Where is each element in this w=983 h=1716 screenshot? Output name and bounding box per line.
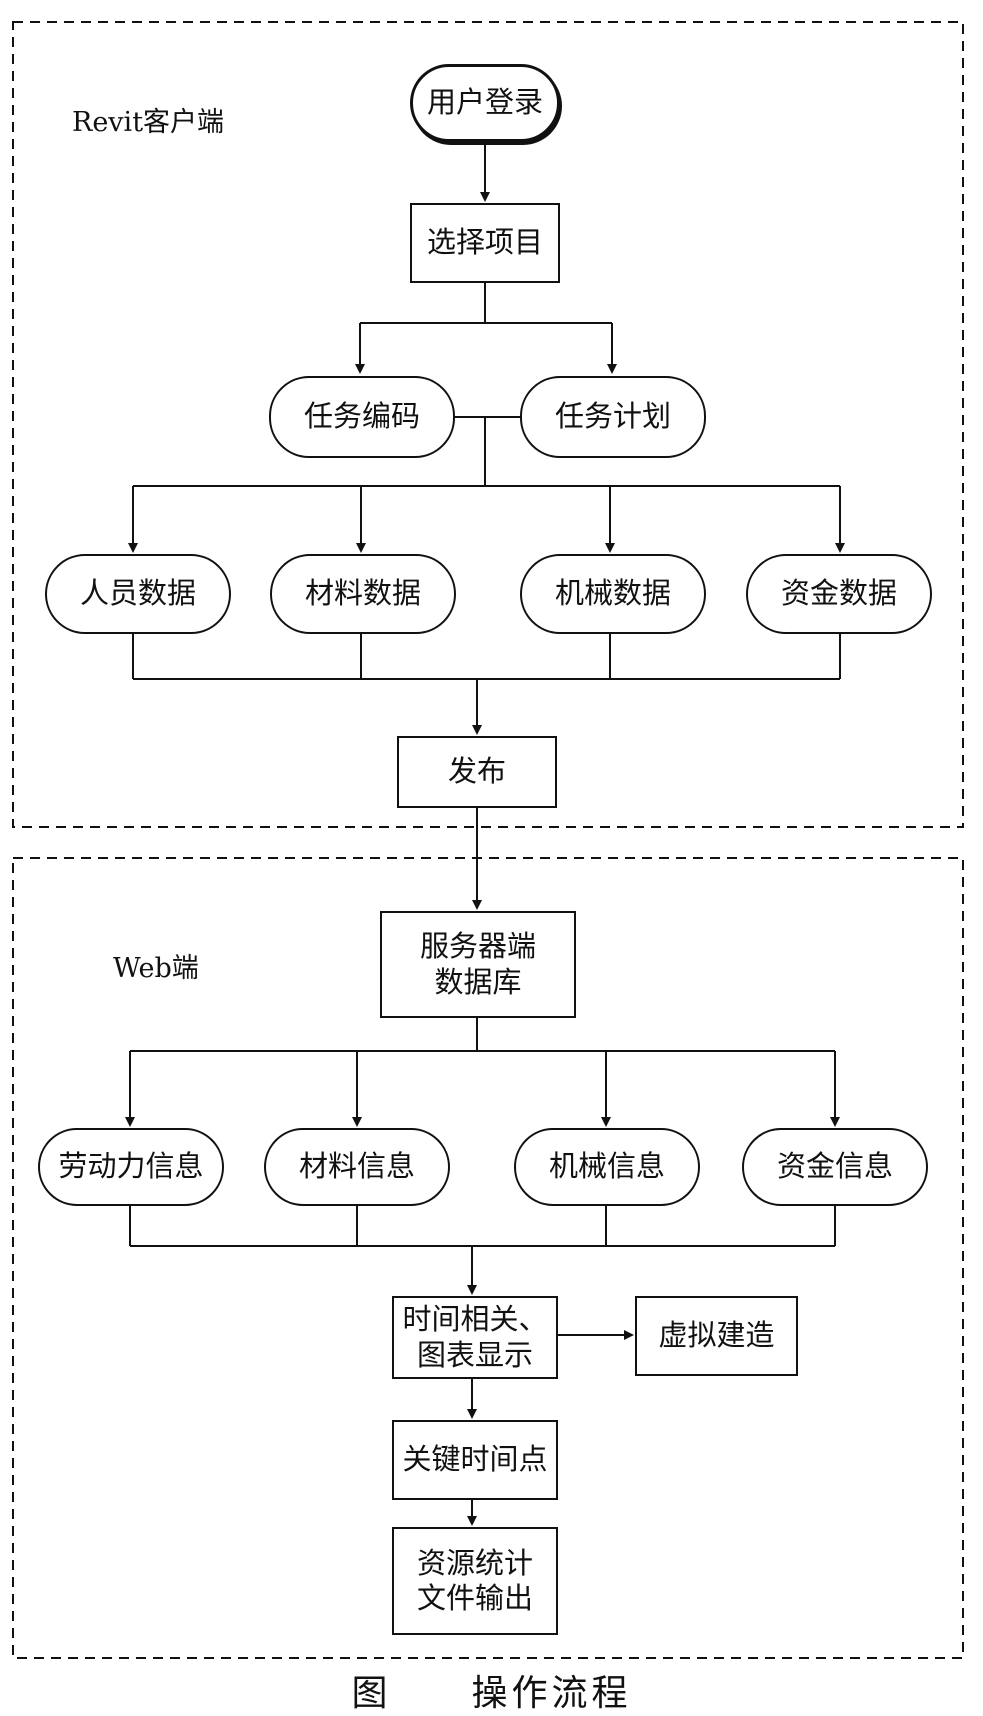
figure-caption: 图 操作流程	[351, 1673, 632, 1714]
personnel-data-label: 人员数据	[79, 576, 196, 611]
fund-data-label: 资金数据	[780, 576, 897, 611]
machinery-info-label: 机械信息	[548, 1149, 665, 1184]
resource-output-line-2: 文件输出	[416, 1581, 533, 1615]
material-data-node: 材料数据	[270, 554, 456, 634]
material-info-node: 材料信息	[264, 1128, 450, 1206]
publish-label: 发布	[447, 754, 506, 789]
revit-region-frame	[12, 21, 964, 828]
machinery-info-node: 机械信息	[514, 1128, 700, 1206]
material-info-label: 材料信息	[298, 1149, 415, 1184]
labor-info-node: 劳动力信息	[38, 1128, 224, 1206]
time-chart-line-2: 图表显示	[416, 1337, 533, 1372]
fund-info-label: 资金信息	[776, 1149, 893, 1184]
user-login-label: 用户登录	[426, 85, 543, 120]
select-project-node: 选择项目	[410, 203, 560, 283]
time-chart-line-1: 时间相关、	[402, 1302, 548, 1337]
resource-output-line-1: 资源统计	[416, 1545, 533, 1580]
virtual-construction-label: 虚拟建造	[658, 1318, 775, 1353]
key-time-point-label: 关键时间点	[402, 1442, 548, 1477]
task-plan-label: 任务计划	[554, 399, 671, 434]
labor-info-label: 劳动力信息	[58, 1149, 204, 1184]
virtual-construction-node: 虚拟建造	[635, 1296, 798, 1376]
resource-output-node: 资源统计 文件输出	[392, 1527, 558, 1635]
machinery-data-label: 机械数据	[554, 576, 671, 611]
web-region-frame	[12, 857, 964, 1659]
server-database-line-2: 数据库	[434, 964, 522, 999]
select-project-label: 选择项目	[426, 225, 543, 260]
revit-client-label: Revit客户端	[72, 107, 225, 138]
web-side-label: Web端	[113, 953, 199, 984]
task-coding-node: 任务编码	[269, 376, 455, 458]
server-database-node: 服务器端 数据库	[380, 911, 576, 1018]
material-data-label: 材料数据	[304, 576, 421, 611]
time-chart-display-node: 时间相关、 图表显示	[392, 1296, 558, 1379]
fund-info-node: 资金信息	[742, 1128, 928, 1206]
task-plan-node: 任务计划	[520, 376, 706, 458]
fund-data-node: 资金数据	[746, 554, 932, 634]
user-login-node: 用户登录	[410, 64, 560, 142]
publish-node: 发布	[397, 736, 557, 808]
server-database-line-1: 服务器端	[419, 929, 536, 964]
task-coding-label: 任务编码	[303, 399, 420, 434]
key-time-point-node: 关键时间点	[392, 1420, 558, 1500]
personnel-data-node: 人员数据	[45, 554, 231, 634]
machinery-data-node: 机械数据	[520, 554, 706, 634]
